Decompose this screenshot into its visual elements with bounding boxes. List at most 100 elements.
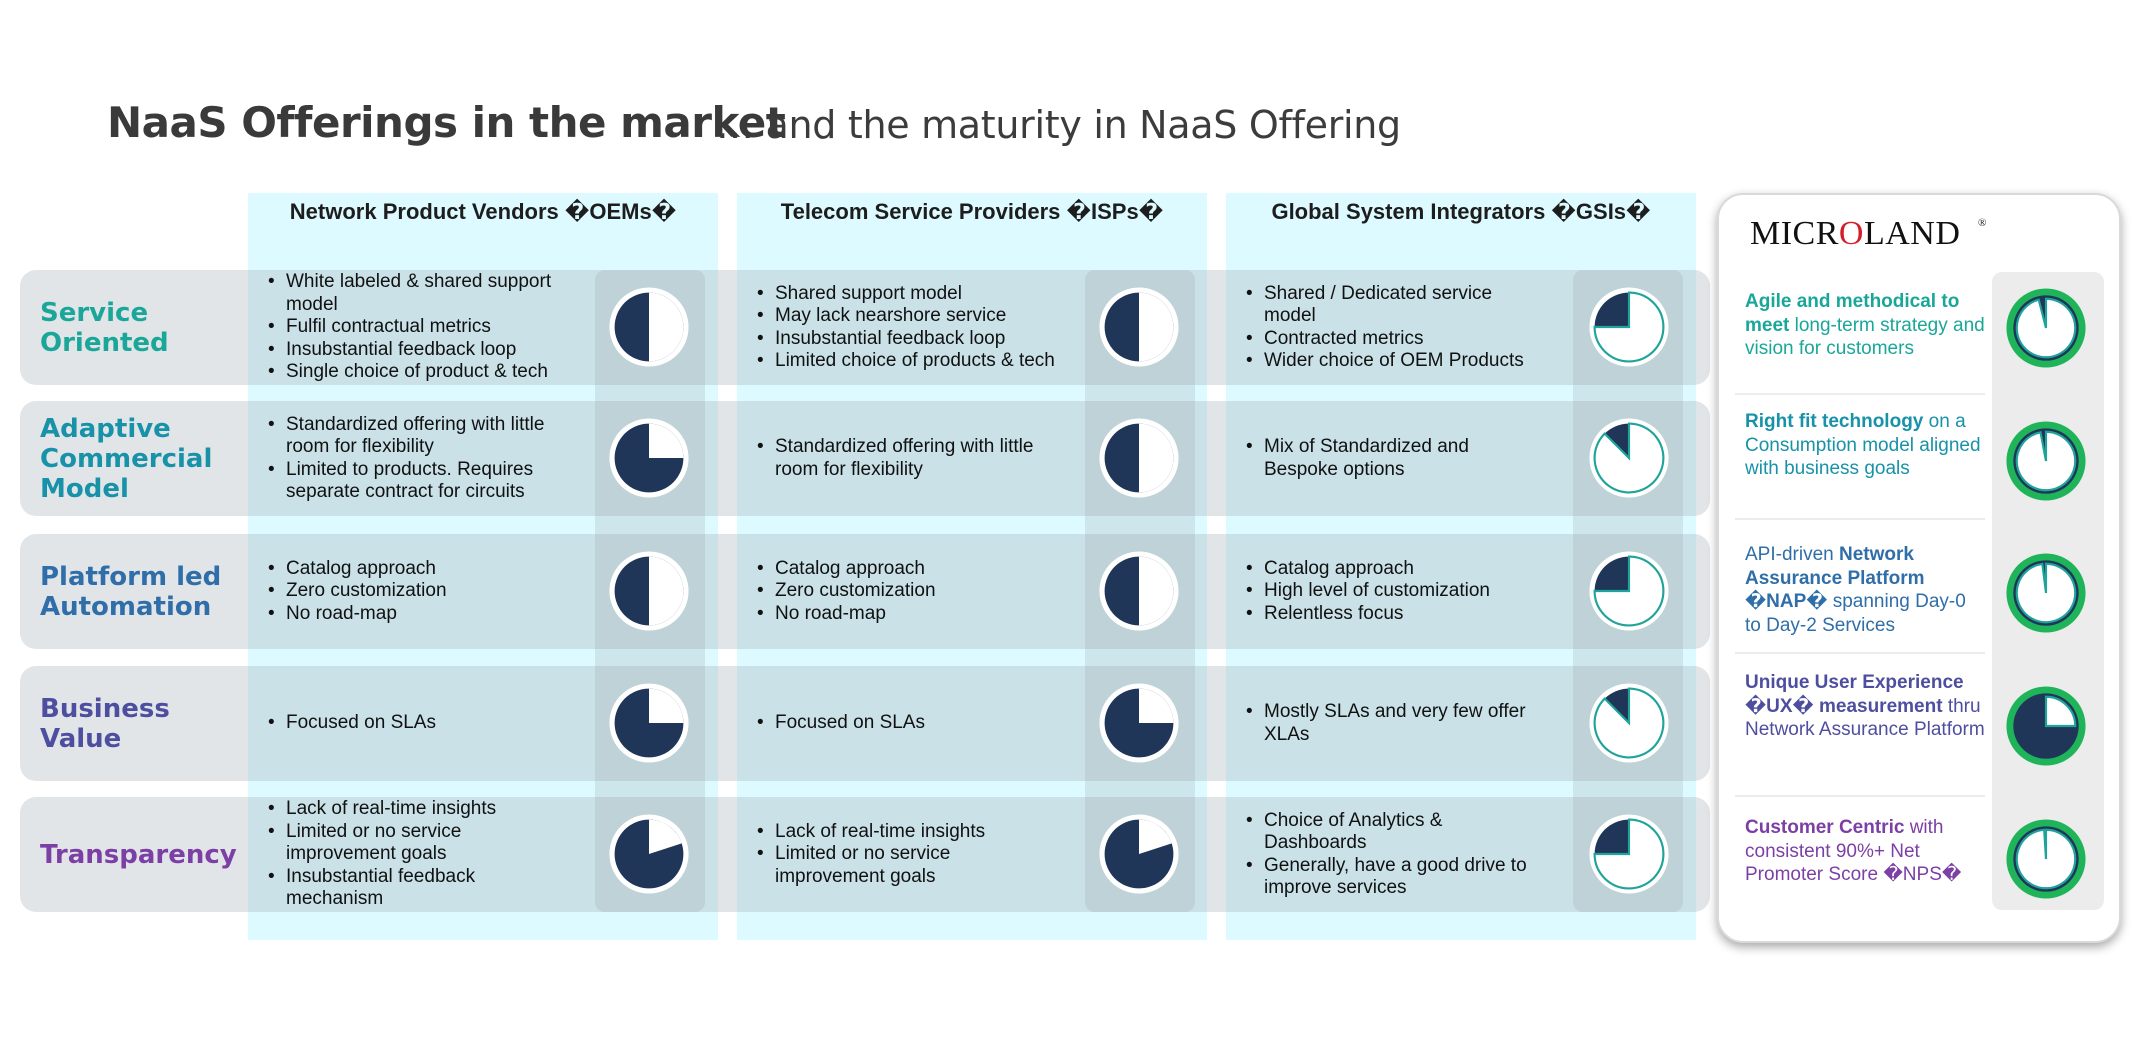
cell-content: Lack of real-time insightsLimited or no … (268, 797, 568, 912)
cell-content: Mostly SLAs and very few offer XLAs (1246, 666, 1546, 781)
maturity-pie (606, 548, 692, 634)
bullet-item: Focused on SLAs (268, 712, 436, 735)
capability-detail: with consistent 90%+ Net Promoter Score … (1745, 817, 1962, 885)
bullet-item: May lack nearshore service (757, 305, 1055, 328)
column-header-oems: Network Product Vendors �OEMs� (289, 199, 677, 224)
cell-content: Mix of Standardized and Bespoke options (1246, 401, 1546, 516)
bullet-item: No road-map (757, 603, 936, 626)
bullet-list: Shared / Dedicated service modelContract… (1246, 283, 1546, 373)
maturity-pie (1586, 811, 1672, 897)
cell-content: Standardized offering with little room f… (268, 401, 568, 516)
microland-divider (1735, 518, 1985, 520)
bullet-item: Standardized offering with little room f… (757, 436, 1057, 481)
microland-maturity-pie (2003, 816, 2089, 902)
bullet-item: Generally, have a good drive to improve … (1246, 855, 1546, 900)
maturity-sector (1593, 687, 1665, 759)
bullet-item: Insubstantial feedback loop (268, 339, 568, 362)
microland-capability-text: API-driven Network Assurance Platform �N… (1745, 543, 1985, 637)
capability-highlight: Customer Centric (1745, 817, 1905, 838)
bullet-list: Mostly SLAs and very few offer XLAs (1246, 701, 1546, 746)
bullet-list: Catalog approachZero customizationNo roa… (268, 558, 447, 626)
maturity-sector (2044, 695, 2077, 728)
cell-content: Focused on SLAs (268, 666, 568, 781)
microland-divider (1735, 795, 1985, 797)
bullet-item: Mostly SLAs and very few offer XLAs (1246, 701, 1546, 746)
microland-capability-text: Unique User Experience �UX� measurement … (1745, 671, 1985, 742)
maturity-pie (606, 811, 692, 897)
row-label-transparency: Transparency (40, 839, 237, 870)
bullet-item: Limited choice of products & tech (757, 350, 1055, 373)
capability-detail: API-driven (1745, 544, 1839, 565)
maturity-pie (1096, 680, 1182, 766)
cell-content: Shared / Dedicated service modelContract… (1246, 270, 1546, 385)
bullet-list: Standardized offering with little room f… (757, 436, 1057, 481)
bullet-item: Contracted metrics (1246, 328, 1546, 351)
maturity-sector (2015, 828, 2077, 890)
cell-content: Standardized offering with little room f… (757, 401, 1057, 516)
bullet-item: Shared / Dedicated service model (1246, 283, 1546, 328)
maturity-pie (1096, 284, 1182, 370)
column-header-isps: Telecom Service Providers �ISPs� (780, 199, 1164, 224)
cell-content: Choice of Analytics & DashboardsGenerall… (1246, 797, 1546, 912)
bullet-item: Insubstantial feedback mechanism (268, 866, 568, 911)
bullet-list: Focused on SLAs (268, 712, 436, 735)
maturity-sector (649, 819, 682, 854)
maturity-sector (649, 423, 684, 458)
bullet-item: Relentless focus (1246, 603, 1490, 626)
maturity-sector (1139, 688, 1174, 723)
microland-maturity-pie (2003, 550, 2089, 636)
maturity-pie (606, 415, 692, 501)
maturity-sector (1593, 422, 1665, 494)
maturity-pie (1586, 680, 1672, 766)
maturity-sector (1139, 423, 1174, 493)
maturity-sector (649, 292, 684, 362)
capability-detail: long-term strategy and vision for custom… (1745, 314, 1985, 360)
microland-maturity-pie (2003, 285, 2089, 371)
bullet-list: Lack of real-time insightsLimited or no … (268, 798, 568, 911)
bullet-item: Choice of Analytics & Dashboards (1246, 810, 1546, 855)
cell-content: Catalog approachHigh level of customizat… (1246, 534, 1546, 649)
bullet-item: Standardized offering with little room f… (268, 414, 568, 459)
microland-logo-text: MICROLAND (1750, 215, 1960, 252)
bullet-list: Mix of Standardized and Bespoke options (1246, 436, 1546, 481)
microland-logo: MICROLAND ® (1750, 215, 1986, 252)
microland-divider (1735, 393, 1985, 395)
bullet-item: Zero customization (268, 580, 447, 603)
maturity-pie (1096, 811, 1182, 897)
maturity-pie (606, 284, 692, 370)
maturity-pie (1096, 548, 1182, 634)
maturity-sector (2015, 562, 2077, 624)
cell-content: Shared support modelMay lack nearshore s… (757, 270, 1057, 385)
microland-capability-text: Right fit technology on a Consumption mo… (1745, 410, 1985, 481)
bullet-item: Catalog approach (268, 558, 447, 581)
bullet-item: Shared support model (757, 283, 1055, 306)
maturity-sector (1593, 818, 1665, 890)
bullet-item: Mix of Standardized and Bespoke options (1246, 436, 1546, 481)
column-header-gsis: Global System Integrators �GSIs� (1271, 199, 1651, 224)
cell-content: Focused on SLAs (757, 666, 1057, 781)
cell-content: Lack of real-time insightsLimited or no … (757, 797, 1057, 912)
bullet-item: Lack of real-time insights (268, 798, 568, 821)
maturity-sector (1139, 556, 1174, 626)
bullet-list: Catalog approachZero customizationNo roa… (757, 558, 936, 626)
maturity-pie (1586, 415, 1672, 501)
maturity-pie (1586, 284, 1672, 370)
maturity-sector (1593, 555, 1665, 627)
cell-content: White labeled & shared support modelFulf… (268, 270, 568, 385)
capability-detail: thru Network Assurance Platform (1745, 695, 1985, 741)
bullet-item: Focused on SLAs (757, 712, 925, 735)
capability-highlight: Agile and methodical to meet (1745, 291, 1960, 336)
row-label-platform-automation: Platform led Automation (40, 561, 222, 622)
microland-capability-text: Customer Centric with consistent 90%+ Ne… (1745, 816, 1985, 887)
bullet-list: Catalog approachHigh level of customizat… (1246, 558, 1490, 626)
maturity-sector (2015, 297, 2077, 359)
bullet-item: Fulfil contractual metrics (268, 316, 568, 339)
maturity-sector (2015, 430, 2077, 492)
row-label-service-oriented: Service Oriented (40, 297, 169, 358)
cell-content: Catalog approachZero customizationNo roa… (268, 534, 568, 649)
bullet-list: Lack of real-time insightsLimited or no … (757, 821, 1057, 889)
row-label-adaptive-commercial: Adaptive Commercial Model (40, 413, 213, 504)
bullet-item: Insubstantial feedback loop (757, 328, 1055, 351)
bullet-list: Choice of Analytics & DashboardsGenerall… (1246, 810, 1546, 900)
bullet-item: Limited or no service improvement goals (757, 843, 1057, 888)
